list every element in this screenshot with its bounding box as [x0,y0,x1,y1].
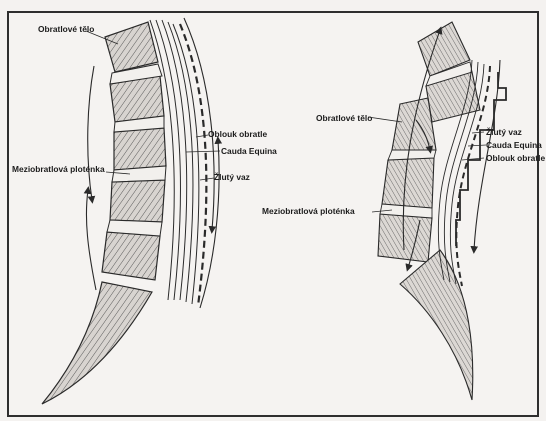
right-label-vertebral-body: Obratlové tělo [316,113,372,123]
left-label-intervertebral-disc: Meziobratlová ploténka [12,164,105,174]
left-label-cauda-equina: Cauda Equina [221,146,277,156]
right-label-cauda-equina: Cauda Equina [486,140,542,150]
left-vertebra-3 [114,128,166,170]
right-vertebra-5 [378,214,432,262]
left-label-vertebral-arch: Oblouk obratle [208,129,267,139]
right-label-vertebral-arch: Oblouk obratle [486,153,545,163]
right-label-yellow-ligament: Žlutý vaz [486,126,522,137]
left-vertebra-5 [102,232,160,280]
left-label-vertebral-body: Obratlové tělo [38,24,94,34]
left-vertebra-4 [110,180,165,222]
right-vertebra-4 [382,158,434,208]
right-label-intervertebral-disc: Meziobratlová ploténka [262,206,355,216]
left-label-yellow-ligament: Žlutý vaz [214,171,250,182]
right-disc-2 [388,150,436,160]
